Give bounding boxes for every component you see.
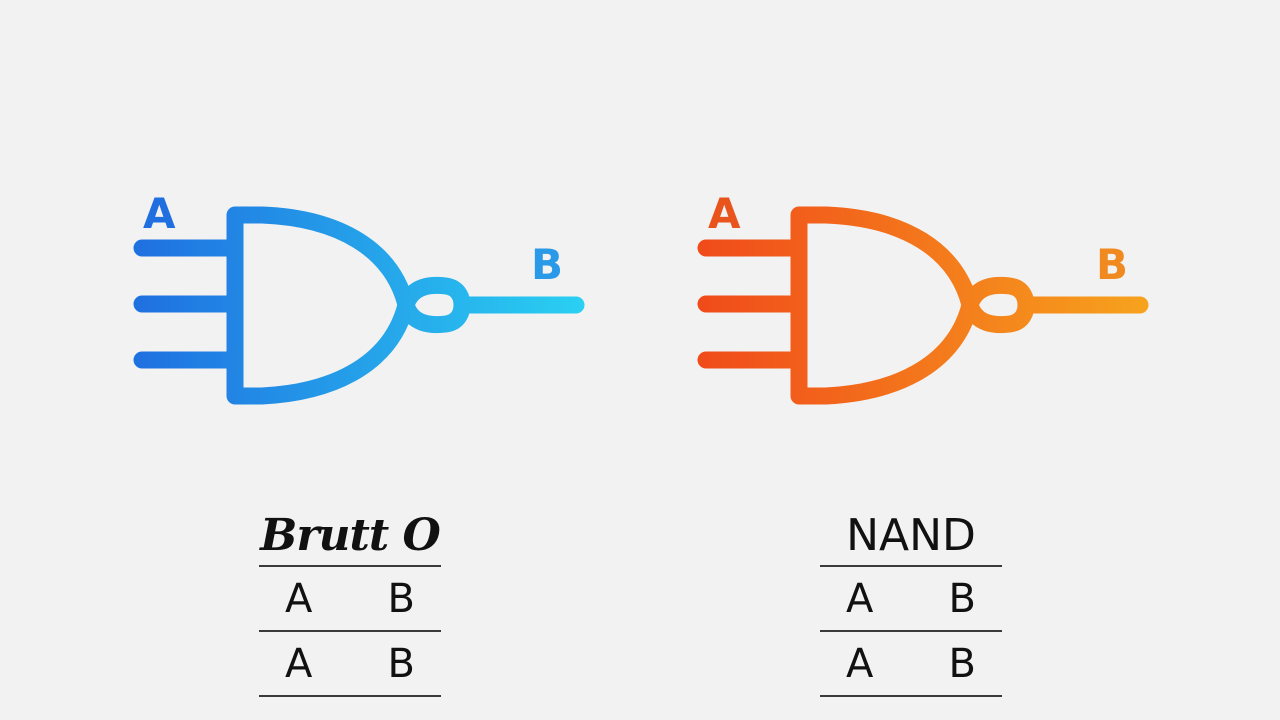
table-divider: [820, 695, 1002, 697]
table-divider: [259, 695, 441, 697]
table-title: Brutt O: [260, 510, 441, 561]
table-cell: B: [387, 575, 415, 622]
table-cell: A: [285, 640, 313, 687]
table-divider: [259, 630, 441, 632]
gate-output-label: B: [1096, 240, 1128, 289]
table-cell: A: [846, 640, 874, 687]
gate-input-label: A: [708, 189, 741, 238]
truth-table-left: Brutt O A B A B: [259, 507, 441, 697]
table-divider: [820, 565, 1002, 567]
gate-input-label: A: [143, 189, 176, 238]
table-cell: B: [948, 640, 976, 687]
table-row: A B: [259, 567, 441, 630]
gate-body: [790, 206, 979, 405]
table-cell: B: [948, 575, 976, 622]
table-cell: B: [387, 640, 415, 687]
table-cell: A: [846, 575, 874, 622]
table-row: A B: [820, 632, 1002, 695]
gate-output-label: B: [531, 240, 563, 289]
table-divider: [259, 565, 441, 567]
table-row: A B: [259, 632, 441, 695]
table-row: A B: [820, 567, 1002, 630]
table-divider: [820, 630, 1002, 632]
truth-table-right: NAND A B A B: [820, 507, 1002, 697]
table-cell: A: [285, 575, 313, 622]
table-title: NAND: [846, 510, 976, 561]
